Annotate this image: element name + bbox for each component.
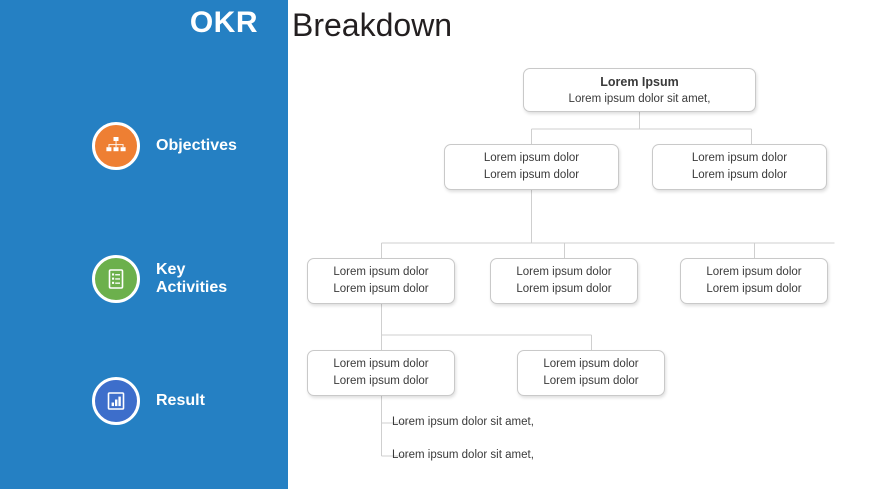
node-line-1: Lorem ipsum dolor (333, 266, 429, 278)
node-subtitle: Lorem ipsum dolor sit amet, (568, 93, 711, 105)
tree-node[interactable]: Lorem ipsum dolor Lorem ipsum dolor (490, 258, 638, 304)
tree-node[interactable]: Lorem ipsum dolor Lorem ipsum dolor (307, 350, 455, 396)
node-line-2: Lorem ipsum dolor (333, 283, 429, 295)
node-line-1: Lorem ipsum dolor (543, 358, 639, 370)
checklist-icon (92, 255, 140, 303)
leaf-list-item[interactable]: Lorem ipsum dolor sit amet, (392, 416, 534, 428)
node-line-1: Lorem ipsum dolor (691, 152, 788, 164)
okr-breakdown-diagram: Lorem Ipsum Lorem ipsum dolor sit amet, … (288, 0, 870, 489)
node-line-2: Lorem ipsum dolor (483, 169, 580, 181)
sidebar-item-label: Objectives (156, 136, 237, 154)
tree-node[interactable]: Lorem ipsum dolor Lorem ipsum dolor (307, 258, 455, 304)
tree-node[interactable]: Lorem ipsum dolor Lorem ipsum dolor (652, 144, 827, 190)
sidebar-item-label: Key Activities (156, 260, 228, 296)
node-line-2: Lorem ipsum dolor (543, 375, 639, 387)
tree-node[interactable]: Lorem ipsum dolor Lorem ipsum dolor (680, 258, 828, 304)
connector-lines (381, 112, 835, 457)
node-line-1: Lorem ipsum dolor (333, 358, 429, 370)
tree-node[interactable]: Lorem Ipsum Lorem ipsum dolor sit amet, (523, 68, 756, 112)
org-chart-icon (92, 122, 140, 170)
node-line-1: Lorem ipsum dolor (483, 152, 580, 164)
tree-node[interactable]: Lorem ipsum dolor Lorem ipsum dolor (517, 350, 665, 396)
page-title: Breakdown (292, 7, 453, 43)
sidebar-item-key-activities[interactable]: Key Activities (92, 255, 227, 303)
sidebar-item-label: Result (156, 391, 205, 409)
brand-okr: OKR (189, 6, 258, 39)
tree-node[interactable]: Lorem ipsum dolor Lorem ipsum dolor (444, 144, 619, 190)
sidebar-item-result[interactable]: Result (92, 377, 205, 425)
node-line-2: Lorem ipsum dolor (333, 375, 429, 387)
sidebar-item-objectives[interactable]: Objectives (92, 122, 237, 170)
node-line-2: Lorem ipsum dolor (691, 169, 788, 181)
node-line-2: Lorem ipsum dolor (516, 283, 612, 295)
leaf-list-item[interactable]: Lorem ipsum dolor sit amet, (392, 449, 534, 461)
node-title: Lorem Ipsum (600, 75, 679, 89)
node-line-2: Lorem ipsum dolor (706, 283, 802, 295)
bar-chart-icon (92, 377, 140, 425)
sidebar: OKR Objectives (0, 0, 288, 489)
node-line-1: Lorem ipsum dolor (706, 266, 802, 278)
node-line-1: Lorem ipsum dolor (516, 266, 612, 278)
